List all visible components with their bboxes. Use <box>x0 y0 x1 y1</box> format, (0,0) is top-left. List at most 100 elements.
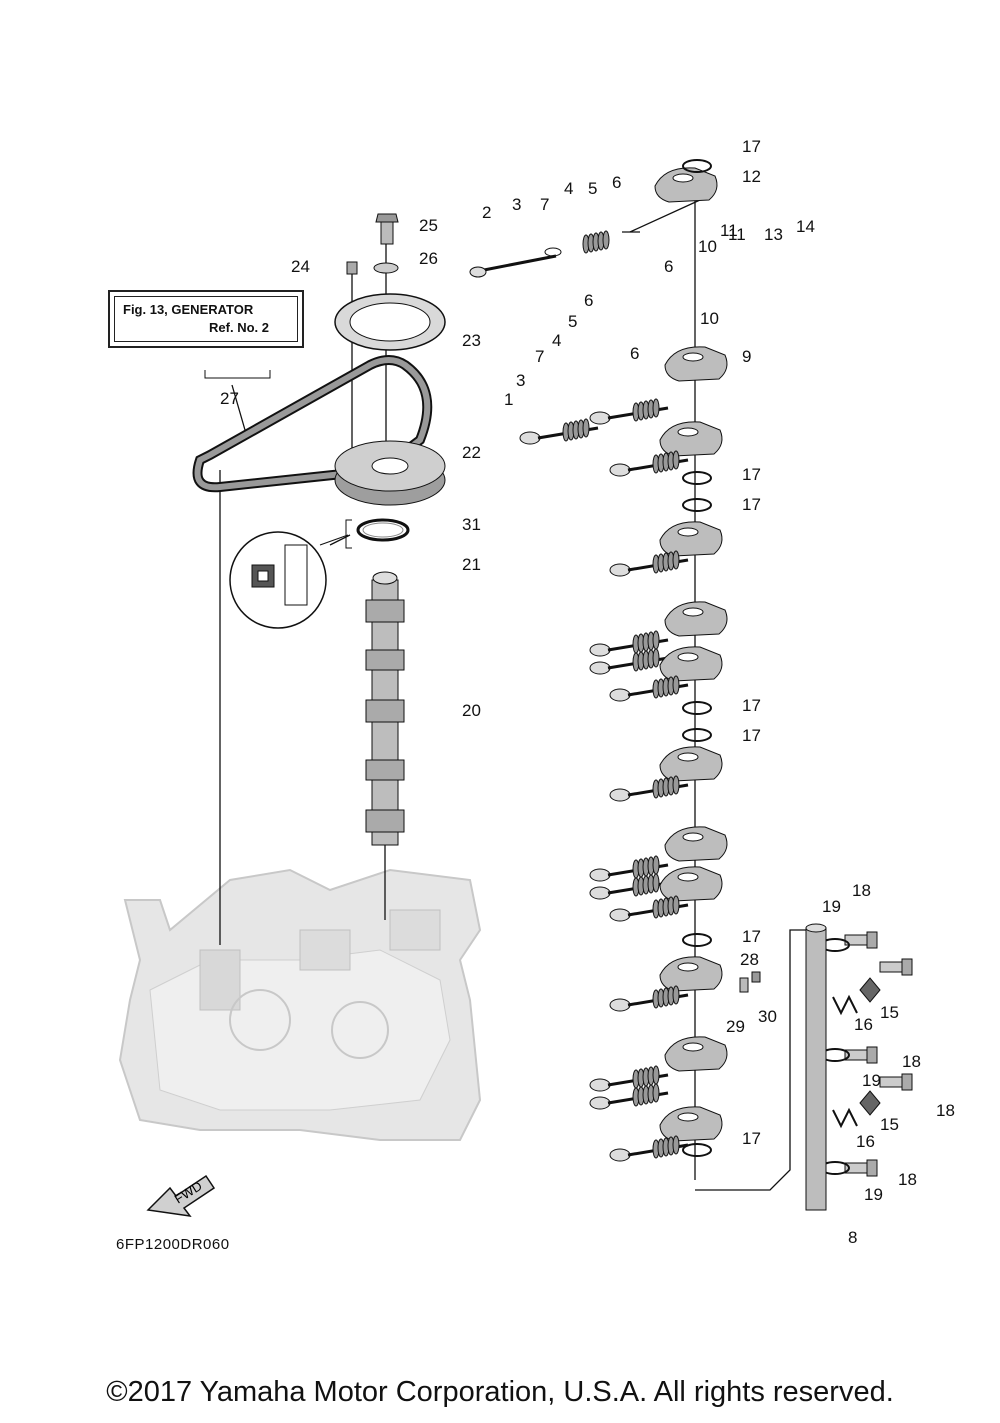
rocker-arm-in-6 <box>659 866 723 902</box>
valve-ex-b-5-spring-coil <box>652 873 660 893</box>
shim-3 <box>682 728 712 742</box>
valve-in-1-spring-coil <box>672 550 680 570</box>
bolt-18-1-head <box>901 958 913 976</box>
valve-ex-b-8-spring-coil <box>652 1083 660 1103</box>
valve-ex-a-2-head <box>589 643 611 657</box>
sensor-plate <box>334 293 446 351</box>
callout-17: 17 <box>742 696 761 715</box>
valve-in-4-head <box>609 788 631 802</box>
rocker-arm-in-4-bore <box>677 752 699 762</box>
shim-4 <box>682 933 712 947</box>
callout-28: 28 <box>740 950 759 969</box>
bolt-18-3-head <box>901 1073 913 1091</box>
seal-top <box>544 247 562 257</box>
callout-19: 19 <box>862 1071 881 1090</box>
rocker-arm-ex-5-bore <box>682 832 704 842</box>
bolt-18-0-head <box>866 931 878 949</box>
rocker-arm-9 <box>664 346 728 382</box>
valve-ex-b-2-head <box>589 661 611 675</box>
exhaust-valve-1-head <box>519 431 541 445</box>
callout-12: 12 <box>742 167 761 186</box>
cam-pulley <box>334 440 446 506</box>
valve-in-7-spring-coil <box>672 985 680 1005</box>
rocker-arm-in-9-bore <box>677 1112 699 1122</box>
callout-16: 16 <box>856 1132 875 1151</box>
valve-ex-b-8-head <box>589 1096 611 1110</box>
valve-in-0-spring-coil <box>672 450 680 470</box>
exhaust-valve-2-head <box>589 411 611 425</box>
rocker-arm-in-0-bore <box>677 427 699 437</box>
valve-ex-b-5-head <box>589 886 611 900</box>
rocker-arm-in-7 <box>659 956 723 992</box>
bolt-18-1 <box>879 961 905 973</box>
ref-box-line2: Ref. No. 2 <box>209 320 269 335</box>
callout-7: 7 <box>540 195 549 214</box>
callout-5: 5 <box>588 179 597 198</box>
valve-in-9-head <box>609 1148 631 1162</box>
rocker-arm-in-0 <box>659 421 723 457</box>
callout-4: 4 <box>552 331 561 350</box>
rocker-arm-ex-2-bore <box>682 607 704 617</box>
callout-17: 17 <box>742 927 761 946</box>
callout-6: 6 <box>630 344 639 363</box>
callout-17: 17 <box>742 465 761 484</box>
rocker-arm-ex-5 <box>664 826 728 862</box>
exhaust-valve-2-spring-coil <box>652 398 660 418</box>
rocker-arm-in-4 <box>659 746 723 782</box>
clip-16-1 <box>832 1107 858 1129</box>
callout-21: 21 <box>462 555 481 574</box>
bolt-18-3 <box>879 1076 905 1088</box>
callout-labels: 1712141365473225262423111065649731272217… <box>220 137 955 1247</box>
rocker-arm-in-3 <box>659 646 723 682</box>
rocker-arm-in-7-bore <box>677 962 699 972</box>
callout-26: 26 <box>419 249 438 268</box>
callout-11: 11 <box>728 225 746 244</box>
valve-ex-a-2-spring-coil <box>652 630 660 650</box>
rocker-arm-top <box>654 167 718 203</box>
callout-11: 11 <box>720 221 738 240</box>
callout-29: 29 <box>726 1017 745 1036</box>
callout-7: 7 <box>535 347 544 366</box>
seal-detail-inset <box>204 370 352 629</box>
oil-seal <box>356 518 410 542</box>
valve-ex-a-8-head <box>589 1078 611 1092</box>
valve-in-7-head <box>609 998 631 1012</box>
valve-in-3-head <box>609 688 631 702</box>
valve-ex-a-8-spring-coil <box>652 1065 660 1085</box>
rocker-arm-ex-8-bore <box>682 1042 704 1052</box>
callout-14: 14 <box>796 217 815 236</box>
valve-in-4-spring-coil <box>672 775 680 795</box>
shim-5 <box>682 1143 712 1157</box>
cylinder-head <box>118 868 482 1141</box>
callout-20: 20 <box>462 701 481 720</box>
valve-ex-b-2-spring-coil <box>652 648 660 668</box>
callout-23: 23 <box>462 331 481 350</box>
callout-22: 22 <box>462 443 481 462</box>
rocker-arm-ex-8 <box>664 1036 728 1072</box>
valve-in-6-head <box>609 908 631 922</box>
shim-0 <box>682 471 712 485</box>
callout-10: 10 <box>700 309 719 328</box>
ref-box-line1: Fig. 13, GENERATOR <box>123 302 254 317</box>
leader-lines <box>219 170 806 1191</box>
callout-19: 19 <box>864 1185 883 1204</box>
rocker-arm-ex-2 <box>664 601 728 637</box>
rocker-arm-in-9 <box>659 1106 723 1142</box>
shim-top <box>682 159 712 173</box>
rocker-arm-9-bore <box>682 352 704 362</box>
generator-reference-box[interactable]: Fig. 13, GENERATOR Ref. No. 2 <box>108 290 304 348</box>
callout-16: 16 <box>854 1015 873 1034</box>
callout-6: 6 <box>612 173 621 192</box>
rocker-arm-in-3-bore <box>677 652 699 662</box>
shim-2 <box>682 701 712 715</box>
forward-arrow: FWD <box>146 1174 216 1217</box>
callout-18: 18 <box>852 881 871 900</box>
intake-valve-top-stem <box>483 254 557 272</box>
callout-18: 18 <box>898 1170 917 1189</box>
valve-in-1-head <box>609 563 631 577</box>
callout-18: 18 <box>936 1101 955 1120</box>
valve-in-9-spring-coil <box>672 1135 680 1155</box>
copyright-notice: ©2017 Yamaha Motor Corporation, U.S.A. A… <box>106 1376 894 1408</box>
bolt-18-2-head <box>866 1046 878 1064</box>
